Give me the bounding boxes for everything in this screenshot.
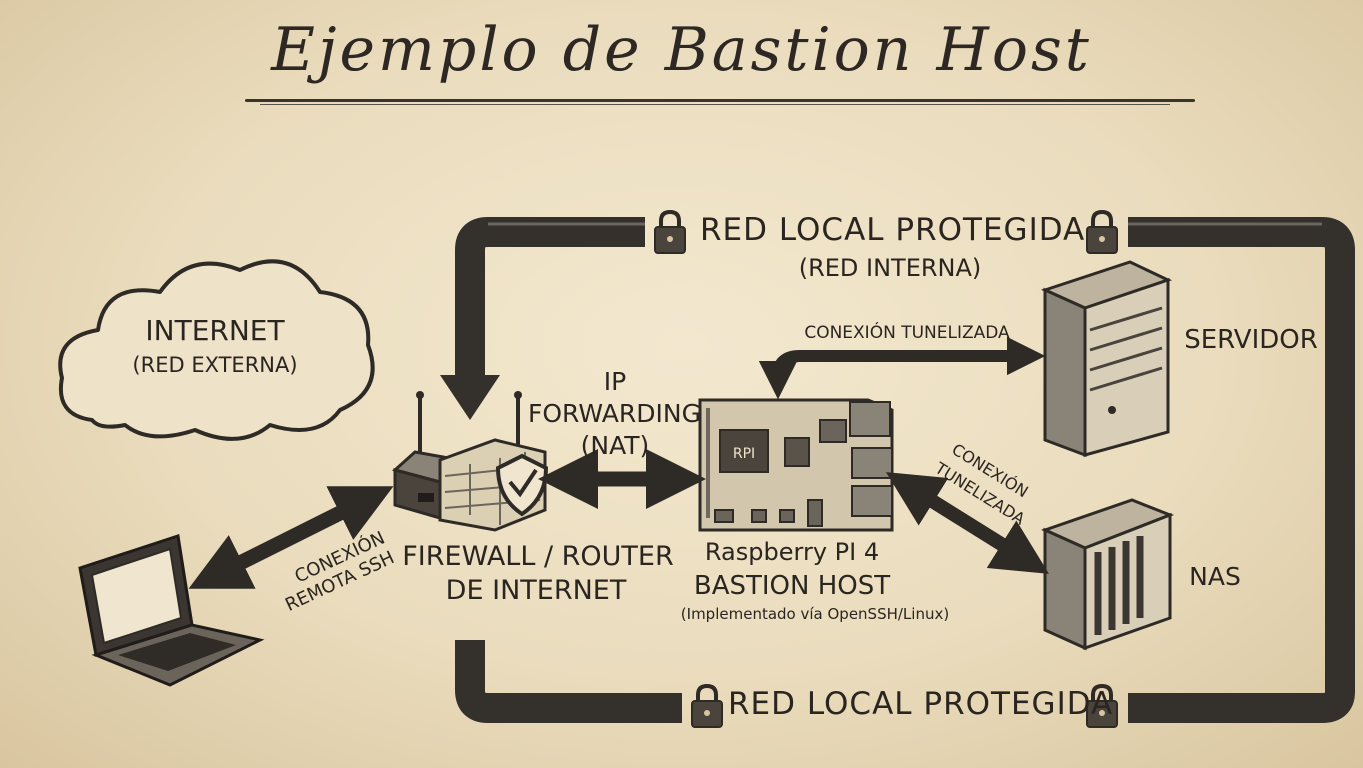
page-title: Ejemplo de Bastion Host	[271, 15, 1092, 85]
title-underline	[245, 99, 1195, 102]
server-icon	[1040, 260, 1172, 458]
ip-forwarding-line1: IP	[603, 367, 627, 396]
ssh-connection-arrow	[188, 486, 394, 589]
internet-label: INTERNET	[145, 314, 285, 347]
lock-icon	[654, 209, 686, 254]
servidor-label: SERVIDOR	[1184, 325, 1318, 355]
top-band-sublabel: (RED INTERNA)	[798, 254, 982, 282]
ip-forwarding-line3: (NAT)	[580, 431, 650, 460]
firewall-label: FIREWALL / ROUTER	[402, 541, 674, 572]
raspberry-label: Raspberry PI 4	[704, 538, 880, 566]
lock-icon	[1086, 209, 1118, 254]
firewall-sublabel: DE INTERNET	[445, 575, 627, 606]
lock-icon	[1086, 683, 1118, 728]
laptop-icon	[78, 534, 265, 687]
internet-sublabel: (RED EXTERNA)	[132, 353, 298, 377]
bastion-host-label: BASTION HOST	[693, 571, 891, 601]
raspberry-pi-board-icon: RPI	[698, 398, 894, 532]
tunnel-server-label: CONEXIÓN TUNELIZADA	[804, 323, 1010, 343]
internet-cloud-icon	[58, 259, 375, 441]
lock-icon	[691, 683, 723, 728]
rpi-chip-label: RPI	[733, 446, 755, 462]
tunnel-server-arrow	[758, 336, 1046, 400]
top-band-label: RED LOCAL PROTEGIDA	[700, 212, 1086, 248]
bastion-note: (Implementado vía OpenSSH/Linux)	[680, 605, 950, 623]
nas-icon	[1040, 498, 1175, 651]
tunnel-nas-arrow	[885, 472, 1050, 574]
bottom-band-label: RED LOCAL PROTEGIDA	[728, 686, 1114, 722]
title-underline-thin	[260, 104, 1170, 105]
ip-forwarding-line2: FORWARDING	[528, 399, 701, 428]
protected-network-loop	[440, 217, 1355, 723]
nas-label: NAS	[1189, 562, 1241, 591]
firewall-router-icon	[391, 391, 549, 532]
